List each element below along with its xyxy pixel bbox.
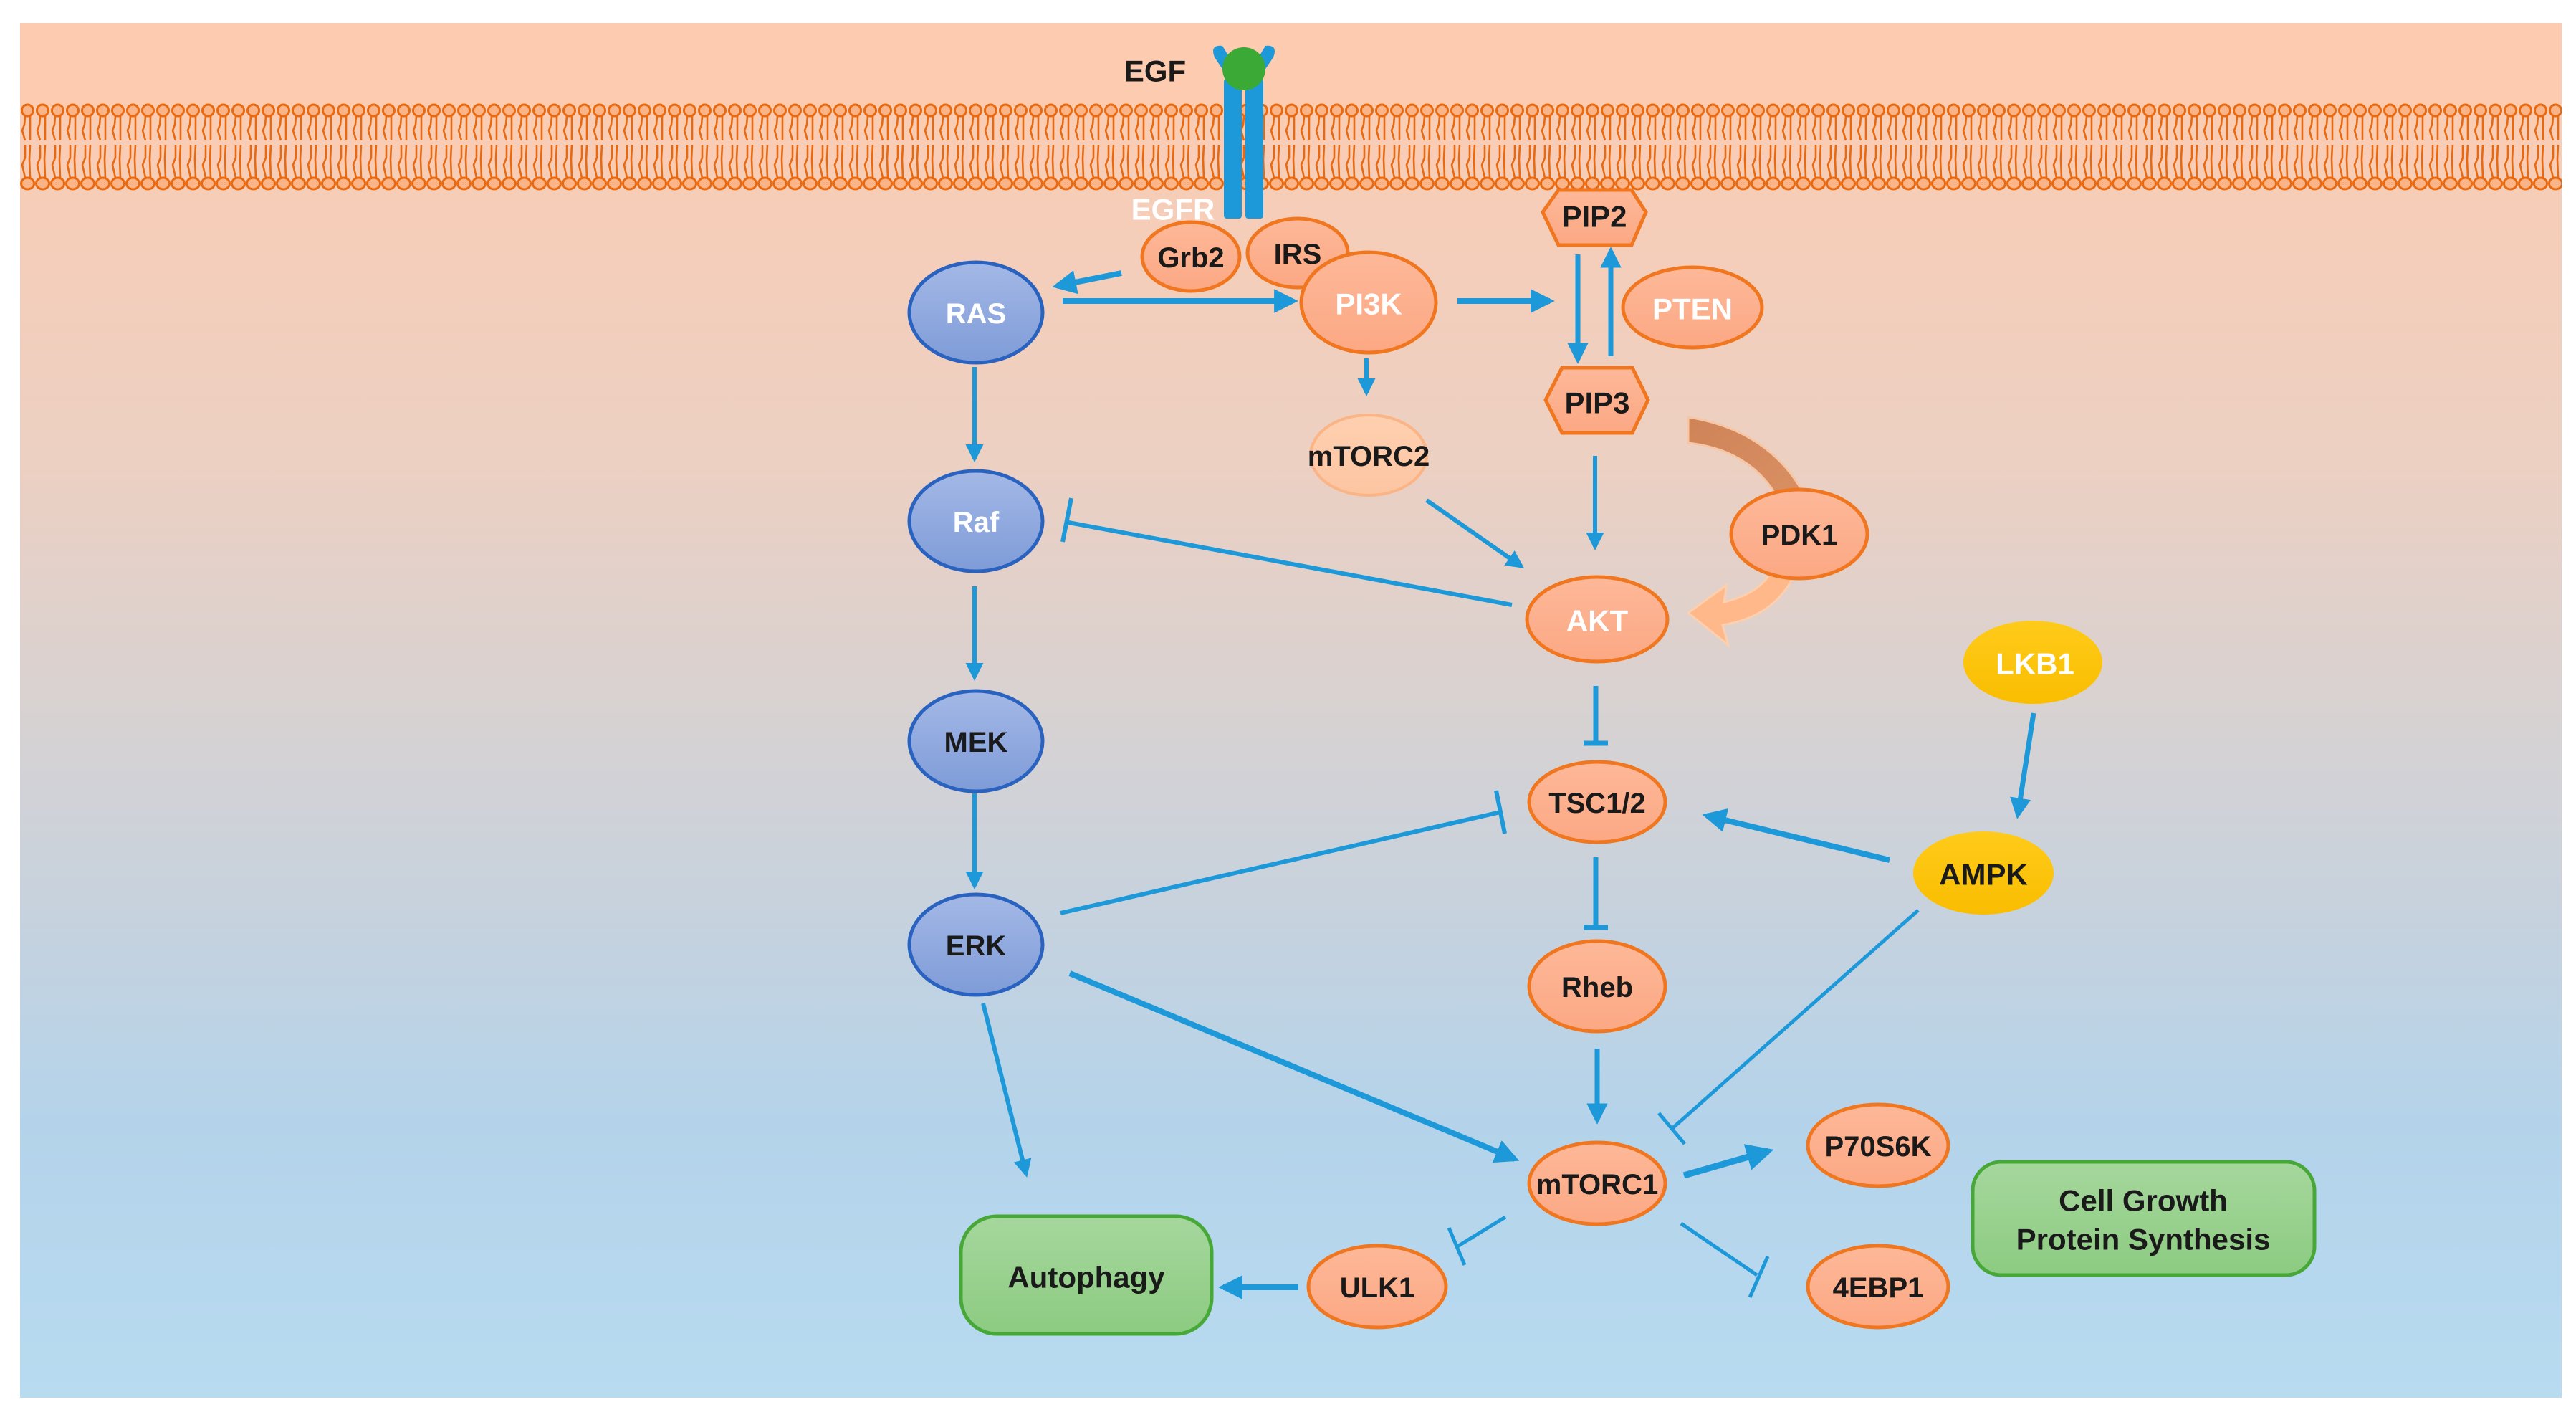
node-label: PI3K [1335, 287, 1402, 321]
node-lkb1[interactable]: LKB1 [1963, 621, 2102, 704]
node-label: LKB1 [1996, 647, 2074, 681]
node-mtorc1[interactable]: mTORC1 [1527, 1140, 1667, 1226]
node-mek[interactable]: MEK [907, 689, 1045, 793]
edge-ampk-mtorc1-inhibition [1657, 909, 1920, 1145]
node-grb2[interactable]: Grb2 [1140, 220, 1242, 293]
node-pdk1[interactable]: PDK1 [1729, 487, 1869, 581]
node-pip2[interactable]: PIP2 [1541, 188, 1648, 247]
node-label: mTORC1 [1536, 1169, 1658, 1201]
node-4ebp1[interactable]: 4EBP1 [1806, 1244, 1950, 1330]
edge-lkb1-ampk [2010, 712, 2036, 819]
edge-tsc-rheb-inhibition [1584, 857, 1608, 930]
egfr-receptor [1213, 45, 1275, 219]
node-label: PIP3 [1564, 386, 1629, 420]
node-label: ERK [946, 930, 1007, 962]
node-ras[interactable]: RAS [907, 260, 1045, 365]
node-ulk1[interactable]: ULK1 [1306, 1244, 1448, 1330]
node-tsc12[interactable]: TSC1/2 [1527, 760, 1667, 844]
edge-mtorc1-p70s6k [1682, 1144, 1774, 1179]
egf-ligand [1222, 47, 1265, 90]
node-p70s6k[interactable]: P70S6K [1806, 1102, 1950, 1188]
node-label: IRS [1274, 239, 1322, 270]
edge-erk-autophagy [981, 1003, 1032, 1178]
edge-mtorc1-ulk1-inhibition [1447, 1215, 1507, 1266]
outcome-label-line1: Cell Growth [2059, 1184, 2228, 1218]
edge-erk-tsc-inhibition [1060, 790, 1507, 915]
node-label: AKT [1566, 604, 1629, 638]
edge-akt-tsc-inhibition [1584, 686, 1608, 746]
outcome-label: Autophagy [1007, 1261, 1165, 1294]
node-pten[interactable]: PTEN [1621, 265, 1764, 350]
edge-mtorc1-4ebp1-inhibition [1680, 1221, 1770, 1299]
edges [965, 247, 2036, 1299]
cell-membrane [20, 93, 2562, 194]
node-label: ULK1 [1340, 1272, 1414, 1304]
node-label: MEK [944, 727, 1008, 758]
egf-label: EGF [1124, 54, 1186, 88]
pdk1-to-akt-arc [1686, 558, 1802, 649]
node-label: Raf [953, 507, 1000, 538]
outcome-autophagy[interactable]: Autophagy [959, 1214, 1214, 1336]
node-mtorc2[interactable]: mTORC2 [1308, 414, 1430, 497]
edge-ampk-tsc [1702, 808, 1890, 863]
outcome-label-line2: Protein Synthesis [2016, 1223, 2271, 1256]
node-label: PTEN [1652, 292, 1733, 326]
egfr-label: EGFR [1131, 193, 1215, 226]
edge-erk-mtorc1 [1068, 970, 1520, 1163]
node-pip3[interactable]: PIP3 [1543, 366, 1650, 435]
edge-akt-raf-inhibition [1060, 497, 1513, 607]
node-label: P70S6K [1825, 1131, 1932, 1163]
edge-mtorc2-akt [1425, 498, 1525, 568]
node-raf[interactable]: Raf [907, 469, 1045, 573]
node-erk[interactable]: ERK [907, 892, 1045, 997]
node-rheb[interactable]: Rheb [1527, 939, 1667, 1034]
node-label: Grb2 [1157, 242, 1224, 274]
node-label: PIP2 [1561, 200, 1627, 234]
outcome-cell-growth[interactable]: Cell Growth Protein Synthesis [1971, 1160, 2317, 1277]
node-label: PDK1 [1761, 520, 1838, 551]
node-label: AMPK [1939, 858, 2028, 892]
edge-grb2-ras [1052, 270, 1122, 295]
node-label: TSC1/2 [1548, 788, 1646, 819]
node-akt[interactable]: AKT [1525, 575, 1670, 664]
node-pi3k[interactable]: PI3K [1299, 250, 1438, 355]
node-label: mTORC2 [1308, 441, 1430, 472]
node-ampk[interactable]: AMPK [1913, 831, 2054, 915]
node-label: Rheb [1561, 972, 1633, 1003]
node-label: RAS [946, 298, 1006, 330]
node-label: 4EBP1 [1833, 1272, 1924, 1304]
